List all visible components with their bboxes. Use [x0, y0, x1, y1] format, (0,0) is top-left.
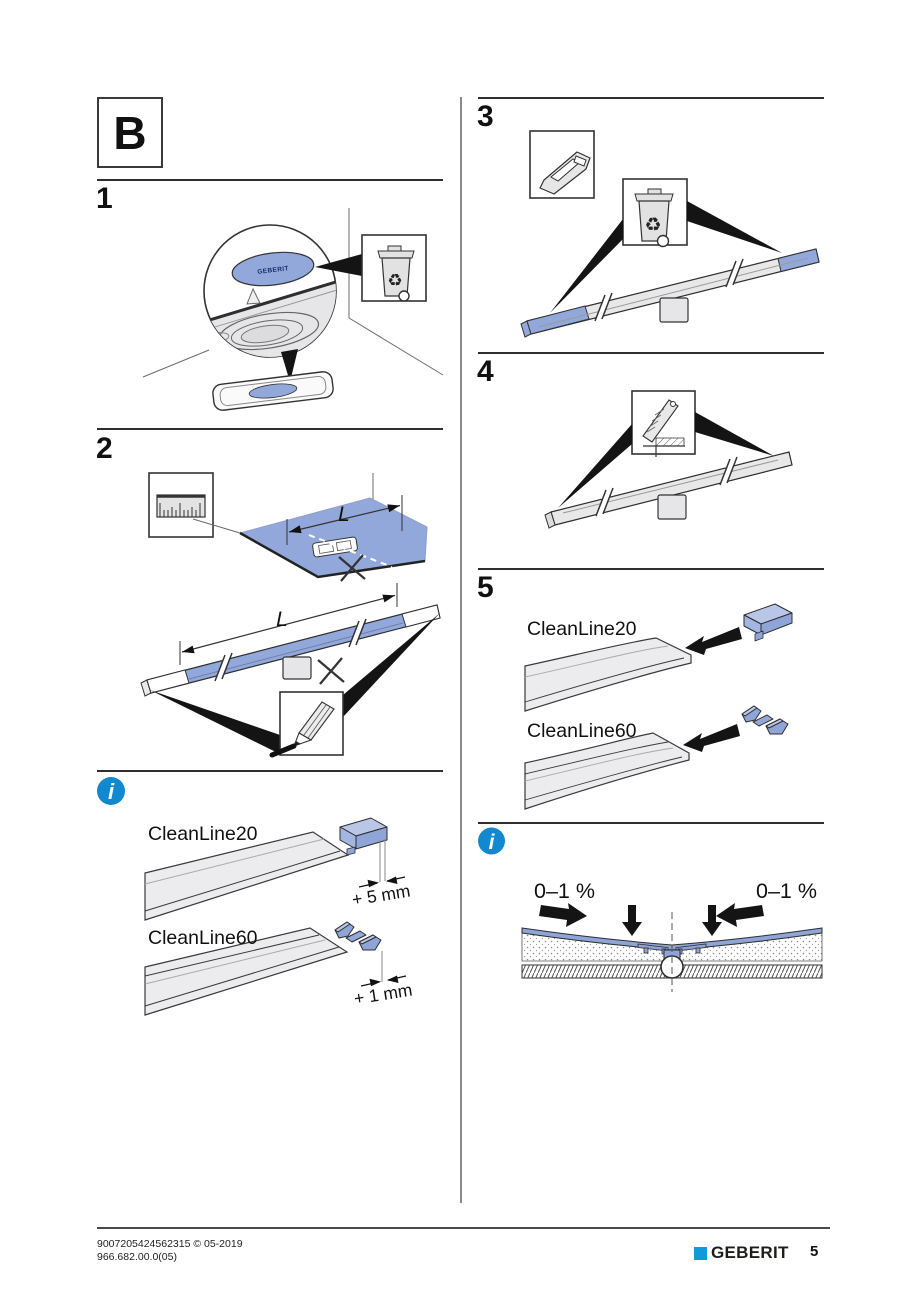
marking-template [312, 536, 358, 558]
step-2-number: 2 [96, 432, 113, 465]
page-number: 5 [810, 1243, 819, 1260]
cleanline60-label: CleanLine60 [148, 927, 258, 949]
section-rule [97, 179, 443, 181]
footer-rule [97, 1227, 830, 1229]
cleanline20-channel [144, 831, 350, 921]
cleanline20-label: CleanLine20 [148, 823, 258, 845]
section-rule [478, 352, 824, 354]
hacksaw-icon [529, 130, 595, 199]
length-label: L [338, 503, 350, 526]
section-rule [478, 822, 824, 824]
length-label: L [276, 608, 288, 631]
slope-label-left: 0–1 % [534, 879, 595, 903]
section-rule [97, 428, 443, 430]
info-icon: i [97, 777, 125, 805]
insert-arrow [683, 724, 740, 752]
section-rule [97, 770, 443, 772]
cleanline60-comb-insert [741, 705, 789, 735]
section-rule [478, 568, 824, 570]
footer-doc-id: 9007205424562315 © 05-2019 [97, 1238, 243, 1250]
step-1-number: 1 [96, 182, 113, 215]
down-arrow [702, 905, 722, 936]
step-3-number: 3 [477, 100, 494, 133]
ruler-icon [148, 472, 214, 538]
dimension-5mm: + 5 mm [350, 839, 412, 910]
column-divider [460, 97, 462, 1203]
mark-cross [338, 554, 366, 582]
break-marks [214, 617, 367, 683]
step-4-illustration [544, 390, 793, 529]
recycle-bin-icon: ♻ [361, 234, 427, 302]
channel-detail-in-circle [204, 276, 336, 357]
recycle-bin-icon: ♻ [622, 178, 688, 248]
slope-arrow-right [716, 903, 764, 927]
room-corner-lines [192, 473, 374, 534]
cleanline60-label: CleanLine60 [527, 720, 637, 742]
mark-cross [317, 657, 345, 685]
step-5-number: 5 [477, 571, 494, 604]
brand-square-icon [694, 1246, 707, 1260]
pointer-wedge [281, 349, 298, 382]
step-3-illustration: ♻ [520, 130, 820, 338]
floor-edge [239, 531, 426, 579]
step-4-number: 4 [477, 355, 494, 388]
sticker-text: GEBERIT [257, 265, 289, 276]
cleanline20-end-cap [743, 603, 793, 642]
floor-dimension: L [286, 495, 403, 545]
recycle-glyph: ♻ [387, 271, 402, 290]
footer-info: 9007205424562315 © 05-2019 966.682.00.0(… [97, 1238, 243, 1264]
pointer-wedge [550, 219, 623, 313]
footer-ref-number: 966.682.00.0(05) [97, 1251, 177, 1263]
info-icon: i [478, 827, 505, 855]
break-marks [594, 257, 744, 323]
info-glyph: i [108, 779, 115, 804]
channel-dimension: L [179, 583, 398, 665]
brand-name: GEBERIT [711, 1243, 789, 1262]
cleanline60-channel [144, 927, 349, 1016]
section-rule [478, 97, 824, 99]
pointer-wedge [558, 424, 632, 508]
insert-arrow [685, 627, 742, 655]
info-right-illustration: i 0–1 % 0–1 % [478, 827, 823, 992]
plus5mm-label: + 5 mm [350, 881, 411, 910]
plus1mm-label: + 1 mm [352, 980, 413, 1009]
shower-channel [544, 451, 793, 529]
cleanline60-channel [524, 732, 690, 810]
step-1-illustration: GEBERIT ♻ [142, 208, 444, 411]
step-5-illustration [524, 603, 793, 810]
file-icon [631, 390, 696, 457]
module-label-box: B [97, 97, 163, 168]
cleanline20-channel [524, 637, 692, 712]
marking-line [308, 534, 393, 568]
recycle-glyph: ♻ [644, 215, 661, 236]
step-2-illustration: L [140, 472, 441, 758]
pointer-wedge [150, 690, 280, 754]
pointer-wedge [343, 613, 440, 717]
info-glyph: i [489, 831, 496, 854]
break-marks [595, 455, 738, 518]
cleanline20-end-cap [339, 817, 388, 856]
dimension-1mm: + 1 mm [352, 951, 414, 1009]
pointer-wedge [315, 254, 362, 276]
cleanline20-label: CleanLine20 [527, 618, 637, 640]
down-arrow [622, 905, 642, 936]
pointer-wedge [695, 412, 774, 456]
geberit-sticker: GEBERIT [231, 251, 315, 287]
slope-label-right: 0–1 % [756, 879, 817, 903]
cleanline60-comb-insert [334, 921, 382, 951]
module-label: B [113, 106, 147, 159]
drain-plate [212, 371, 334, 411]
pointer-wedge [687, 201, 782, 253]
info-left-illustration: i + 5 mm [97, 777, 414, 1016]
geberit-logo: GEBERIT [694, 1243, 789, 1263]
slope-arrow-left [539, 903, 587, 927]
pencil-icon [269, 691, 344, 758]
